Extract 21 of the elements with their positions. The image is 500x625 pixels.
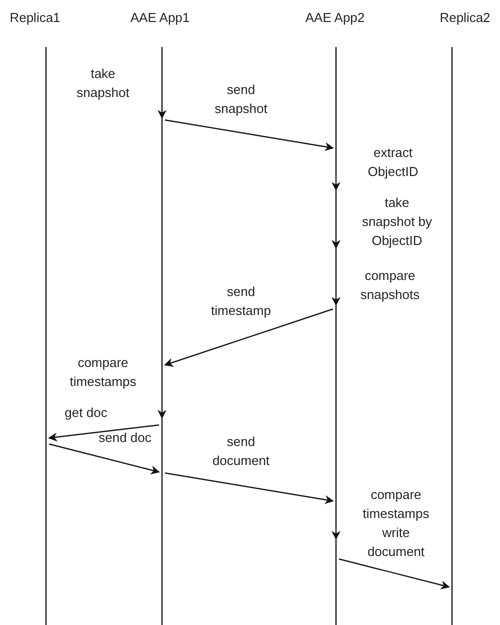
step-label: take snapshot by ObjectID (360, 194, 434, 250)
step-label: extract ObjectID (366, 144, 420, 181)
edge-label: send document (211, 433, 271, 470)
message-arrow (48, 443, 160, 474)
message-arrow (164, 472, 334, 504)
lifeline-header: AAE App2 (305, 10, 365, 26)
lifeline-header: AAE App1 (130, 10, 190, 26)
step-label: compare timestamps (68, 354, 138, 391)
step-label: compare timestamps write document (362, 486, 430, 561)
step-label: take snapshot (76, 65, 130, 102)
edge-label: send timestamp (210, 283, 272, 320)
message-arrow (48, 424, 160, 442)
message-arrow (164, 119, 334, 152)
edge-label: get doc (64, 404, 108, 422)
lifeline-header: Replica2 (440, 10, 490, 26)
message-arrow (164, 308, 334, 367)
message-arrow (338, 558, 450, 590)
lifeline-header: Replica1 (10, 10, 60, 26)
edge-label: send doc (98, 429, 152, 447)
edge-label: send snapshot (214, 81, 268, 118)
step-label: compare snapshots (359, 267, 421, 304)
